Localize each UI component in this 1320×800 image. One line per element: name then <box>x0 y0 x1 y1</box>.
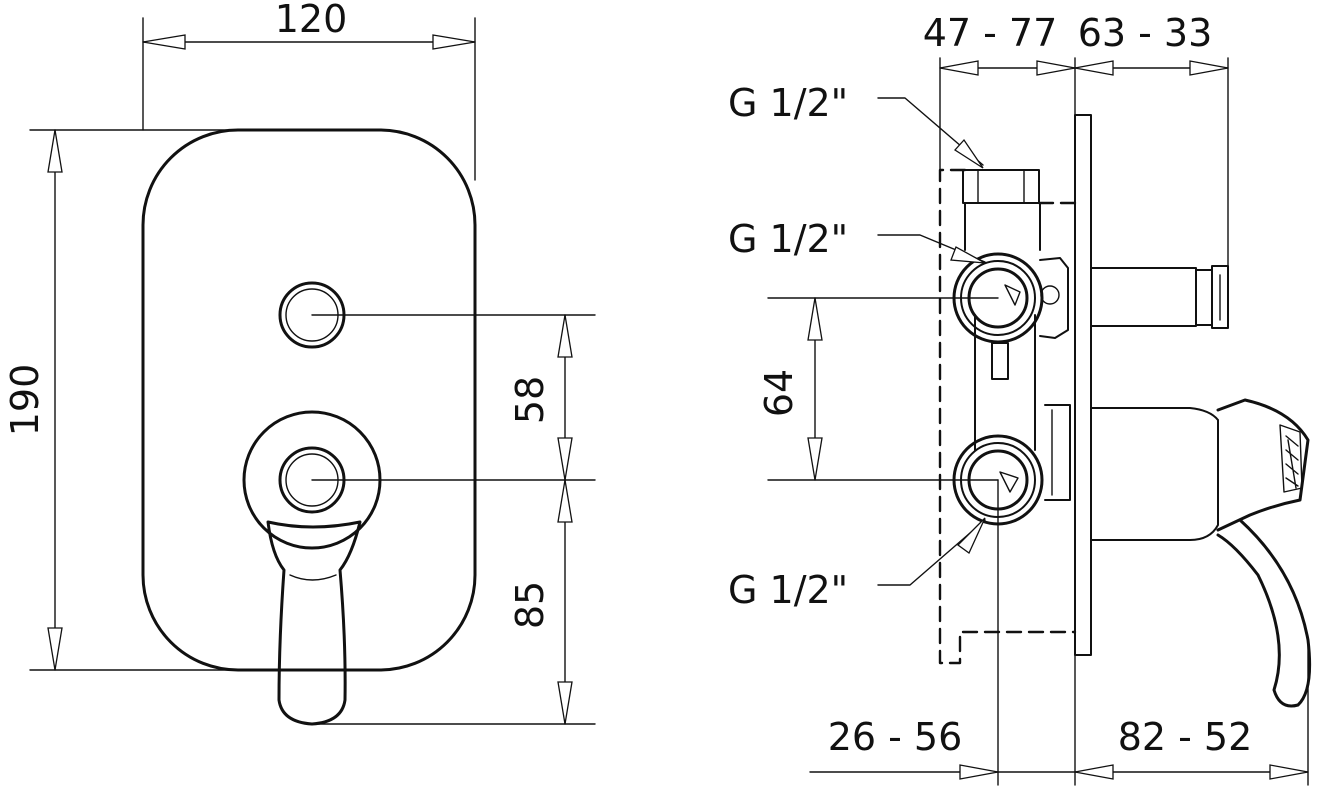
dim-height-label: 190 <box>3 364 47 437</box>
mixer-lever-ridge <box>289 574 337 581</box>
valve-body <box>962 169 1071 501</box>
cover-plate <box>141 128 477 672</box>
dim-spacing: 58 85 <box>311 314 596 725</box>
dim-depth-bottom: 26 - 56 82 - 52 <box>809 479 1309 786</box>
dim-spacing-upper-label: 58 <box>508 376 552 424</box>
thread-top-label: G 1/2" <box>728 81 848 125</box>
dim-depth-body-label: 47 - 77 <box>923 11 1058 55</box>
dim-connection-spacing: 64 <box>757 297 999 481</box>
front-view: 120 190 58 85 <box>3 0 596 726</box>
dim-width-label: 120 <box>275 0 348 41</box>
dim-depth-lower-right-label: 82 - 52 <box>1118 715 1253 759</box>
thread-callout-bottom: G 1/2" <box>728 517 986 612</box>
dim-spacing-lower-label: 85 <box>508 581 552 629</box>
diverter-stem <box>1090 265 1229 329</box>
thread-middle-label: G 1/2" <box>728 217 848 261</box>
install-box-outline <box>938 168 1077 665</box>
thread-callout-middle: G 1/2" <box>728 217 986 264</box>
dim-depth-top: 47 - 77 63 - 33 <box>923 11 1229 267</box>
dim-height: 190 <box>3 129 251 671</box>
dim-depth-extension-label: 63 - 33 <box>1078 11 1213 55</box>
mixer-side <box>1090 398 1312 708</box>
dim-connection-spacing-label: 64 <box>757 369 801 417</box>
dim-width: 120 <box>142 0 476 181</box>
side-view: 47 - 77 63 - 33 G 1/2" G 1/2" G 1/2" 6 <box>728 11 1312 786</box>
mixer-lever <box>266 520 362 726</box>
dim-depth-lower-left-label: 26 - 56 <box>828 715 963 759</box>
thread-callout-top: G 1/2" <box>728 81 984 169</box>
wall-plate <box>1074 114 1092 656</box>
thread-bottom-label: G 1/2" <box>728 568 848 612</box>
